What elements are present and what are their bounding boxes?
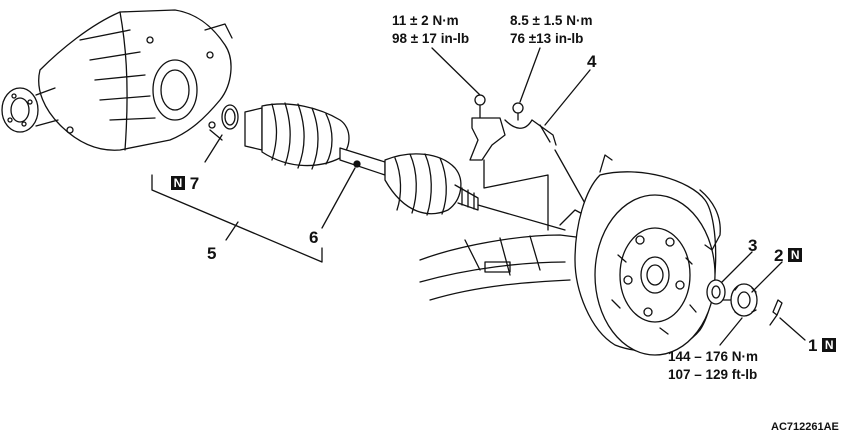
part-label-6: 6 xyxy=(309,228,319,247)
lock-nut-part-2 xyxy=(730,283,758,317)
leader-1 xyxy=(779,317,806,341)
leader-torque xyxy=(431,47,591,126)
leader-2 xyxy=(751,261,783,293)
differential-carrier xyxy=(1,9,233,151)
torque-inlb: 98 ± 17 in-lb xyxy=(392,31,470,46)
new-part-mark: N xyxy=(788,248,803,262)
leader-3 xyxy=(721,251,753,283)
part-label-1: 1 xyxy=(808,336,818,355)
drive-shaft-part-6 xyxy=(244,102,479,216)
part-label-2: 2 xyxy=(774,246,784,265)
cotter-pin-part-1 xyxy=(769,299,783,326)
sensor-bracket xyxy=(469,94,557,161)
leader-7 xyxy=(204,134,223,163)
figure-code: AC712261AE xyxy=(771,421,839,433)
brake-disc-hub xyxy=(574,154,721,356)
part-label-3: 3 xyxy=(748,236,758,255)
washer-part-3 xyxy=(706,279,726,305)
torque-ftlb: 107 – 129 ft-lb xyxy=(668,367,758,382)
torque-label-hub-nut: 144 – 176 N·m 107 – 129 ft-lb xyxy=(668,348,758,384)
torque-label-sensor-bolt: 8.5 ± 1.5 N·m 76 ±13 in-lb xyxy=(510,12,592,48)
torque-nm: 144 – 176 N·m xyxy=(668,349,759,364)
part-label-5: 5 xyxy=(207,244,217,263)
torque-nm: 11 ± 2 N·m xyxy=(392,13,459,28)
circlip-part-7 xyxy=(221,104,239,130)
part-label-2-new: 2 N xyxy=(774,246,803,266)
part-label-7: 7 xyxy=(189,174,200,193)
suspension-arm xyxy=(419,209,601,301)
leader-hub-torque xyxy=(719,317,743,346)
torque-nm: 8.5 ± 1.5 N·m xyxy=(510,13,593,28)
leader-5-bracket xyxy=(151,174,323,263)
new-part-mark: N xyxy=(171,176,185,190)
part-label-1-new: 1 N xyxy=(808,336,837,356)
new-part-mark: N xyxy=(822,338,837,352)
part-label-7-new: N 7 xyxy=(171,174,199,194)
torque-label-bracket-bolt: 11 ± 2 N·m 98 ± 17 in-lb xyxy=(392,12,469,48)
part-label-4: 4 xyxy=(587,52,597,71)
torque-inlb: 76 ±13 in-lb xyxy=(510,31,584,46)
leader-6 xyxy=(321,167,356,229)
